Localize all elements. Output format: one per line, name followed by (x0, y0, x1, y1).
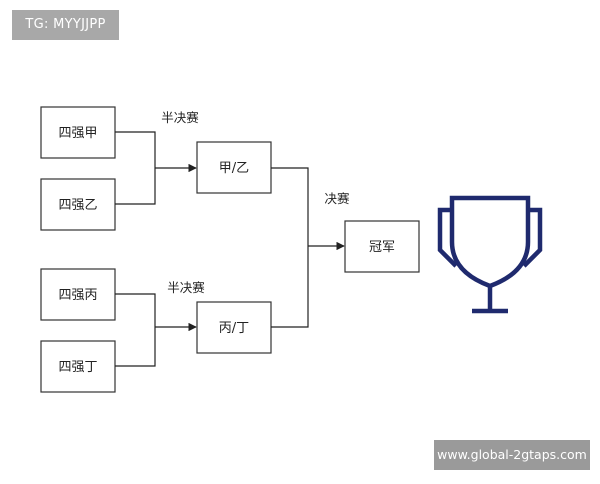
semi-label-bottom: 半决赛 (167, 280, 205, 295)
connector-bottom (115, 293, 156, 367)
champion-box (344, 220, 420, 273)
semi-box-bottom (196, 301, 272, 354)
quarter-box-b (40, 178, 116, 231)
quarter-label-c: 四强丙 (58, 288, 97, 303)
semi-label-top: 半决赛 (161, 110, 199, 125)
quarter-label-a: 四强甲 (58, 126, 97, 141)
connector-final (271, 167, 309, 328)
connector-top (115, 131, 156, 205)
semi-label-bottom-box: 丙/丁 (219, 321, 249, 336)
final-label: 决赛 (324, 191, 350, 206)
quarter-box-c (40, 268, 116, 321)
quarter-box-a (40, 106, 116, 159)
champion-label: 冠军 (369, 240, 395, 255)
watermark: TG: MYYJJPP (12, 10, 119, 40)
footer-watermark: www.global-2gtaps.com (434, 440, 590, 470)
quarter-label-b: 四强乙 (58, 198, 97, 213)
trophy-icon (437, 195, 543, 314)
semi-label-top-box: 甲/乙 (219, 161, 249, 176)
quarter-label-d: 四强丁 (58, 360, 97, 375)
